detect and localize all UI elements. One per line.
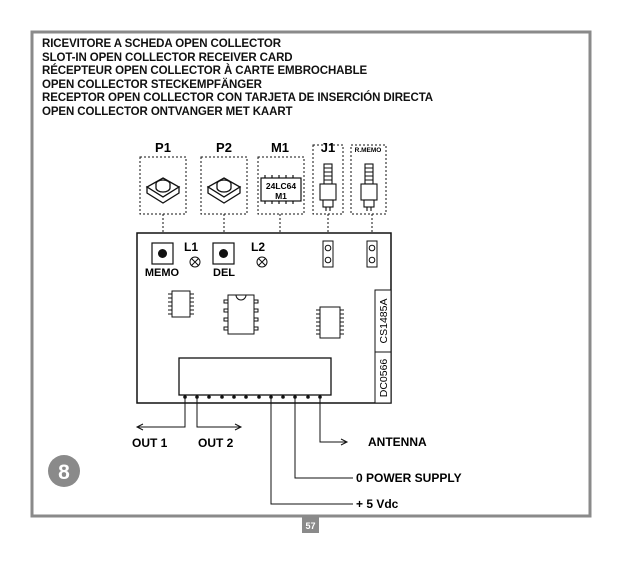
led-l2-icon bbox=[256, 256, 268, 268]
module-j1: J1 bbox=[312, 140, 344, 215]
module-rmemo-label: R.MEMO bbox=[355, 147, 382, 154]
out2-wire bbox=[196, 397, 243, 431]
vdc-label: + 5 Vdc bbox=[356, 497, 399, 511]
module-m1-label: M1 bbox=[271, 140, 289, 155]
pushbutton-icon bbox=[145, 177, 181, 204]
page-number: 57 bbox=[305, 521, 315, 531]
terminal-pins bbox=[183, 395, 322, 399]
module-p2-label: P2 bbox=[216, 140, 232, 155]
title-line-nl: OPEN COLLECTOR ONTVANGER MET KAART bbox=[42, 105, 293, 118]
jumper-icon bbox=[360, 163, 378, 211]
out1-wire bbox=[135, 397, 186, 431]
module-j1-label: J1 bbox=[321, 140, 335, 155]
outer-frame bbox=[30, 30, 592, 518]
vdc-wire bbox=[270, 397, 353, 505]
ic-chip-right bbox=[316, 306, 344, 339]
out1-label: OUT 1 bbox=[132, 436, 168, 450]
antenna-wire bbox=[319, 397, 349, 446]
board-code-1: CS1485A bbox=[378, 299, 390, 344]
memory-chip-icon: 24LC64 M1 bbox=[260, 175, 302, 204]
del-label: DEL bbox=[213, 267, 235, 279]
jumper-header-rmemo bbox=[366, 240, 378, 268]
chip-model-label: 24LC64 bbox=[266, 181, 297, 191]
del-button bbox=[212, 242, 235, 265]
power-supply-label: 0 POWER SUPPLY bbox=[356, 471, 462, 485]
ic-chip-left bbox=[168, 290, 194, 318]
out2-label: OUT 2 bbox=[198, 436, 234, 450]
figure-number-badge: 8 bbox=[48, 455, 80, 487]
jumper-header-j1 bbox=[322, 240, 334, 268]
chip-name-label: M1 bbox=[275, 191, 287, 201]
memo-label: MEMO bbox=[145, 267, 180, 279]
page-number-tab: 57 bbox=[302, 517, 319, 533]
led-l1-icon bbox=[189, 256, 201, 268]
title-line-fr: RÉCEPTEUR OPEN COLLECTOR À CARTE EMBROCH… bbox=[42, 65, 368, 78]
jumper-icon bbox=[319, 163, 337, 211]
board-code-strip: CS1485A DC0566 bbox=[374, 289, 392, 404]
module-p1-label: P1 bbox=[155, 140, 171, 155]
pushbutton-icon bbox=[206, 177, 242, 204]
module-rmemo: R.MEMO bbox=[350, 144, 387, 215]
title-line-es: RECEPTOR OPEN COLLECTOR CON TARJETA DE I… bbox=[42, 92, 433, 105]
module-p1: P1 bbox=[139, 140, 187, 215]
title-block: RICEVITORE A SCHEDA OPEN COLLECTOR SLOT-… bbox=[42, 38, 433, 120]
power-supply-wire bbox=[294, 397, 353, 479]
antenna-label: ANTENNA bbox=[368, 435, 427, 449]
memo-button bbox=[151, 242, 174, 265]
figure-number: 8 bbox=[58, 461, 70, 484]
module-m1: M1 24LC64 M1 bbox=[257, 140, 305, 215]
module-p2: P2 bbox=[200, 140, 248, 215]
board-code-2: DC0566 bbox=[378, 359, 390, 398]
led-l2-label: L2 bbox=[251, 240, 265, 254]
ic-chip-m1-socket bbox=[223, 294, 259, 335]
title-line-en: SLOT-IN OPEN COLLECTOR RECEIVER CARD bbox=[42, 51, 293, 64]
title-line-de: OPEN COLLECTOR STECKEMPFÄNGER bbox=[42, 78, 262, 91]
led-l1-label: L1 bbox=[184, 240, 198, 254]
terminal-block bbox=[178, 357, 332, 396]
title-line-it: RICEVITORE A SCHEDA OPEN COLLECTOR bbox=[42, 38, 281, 50]
